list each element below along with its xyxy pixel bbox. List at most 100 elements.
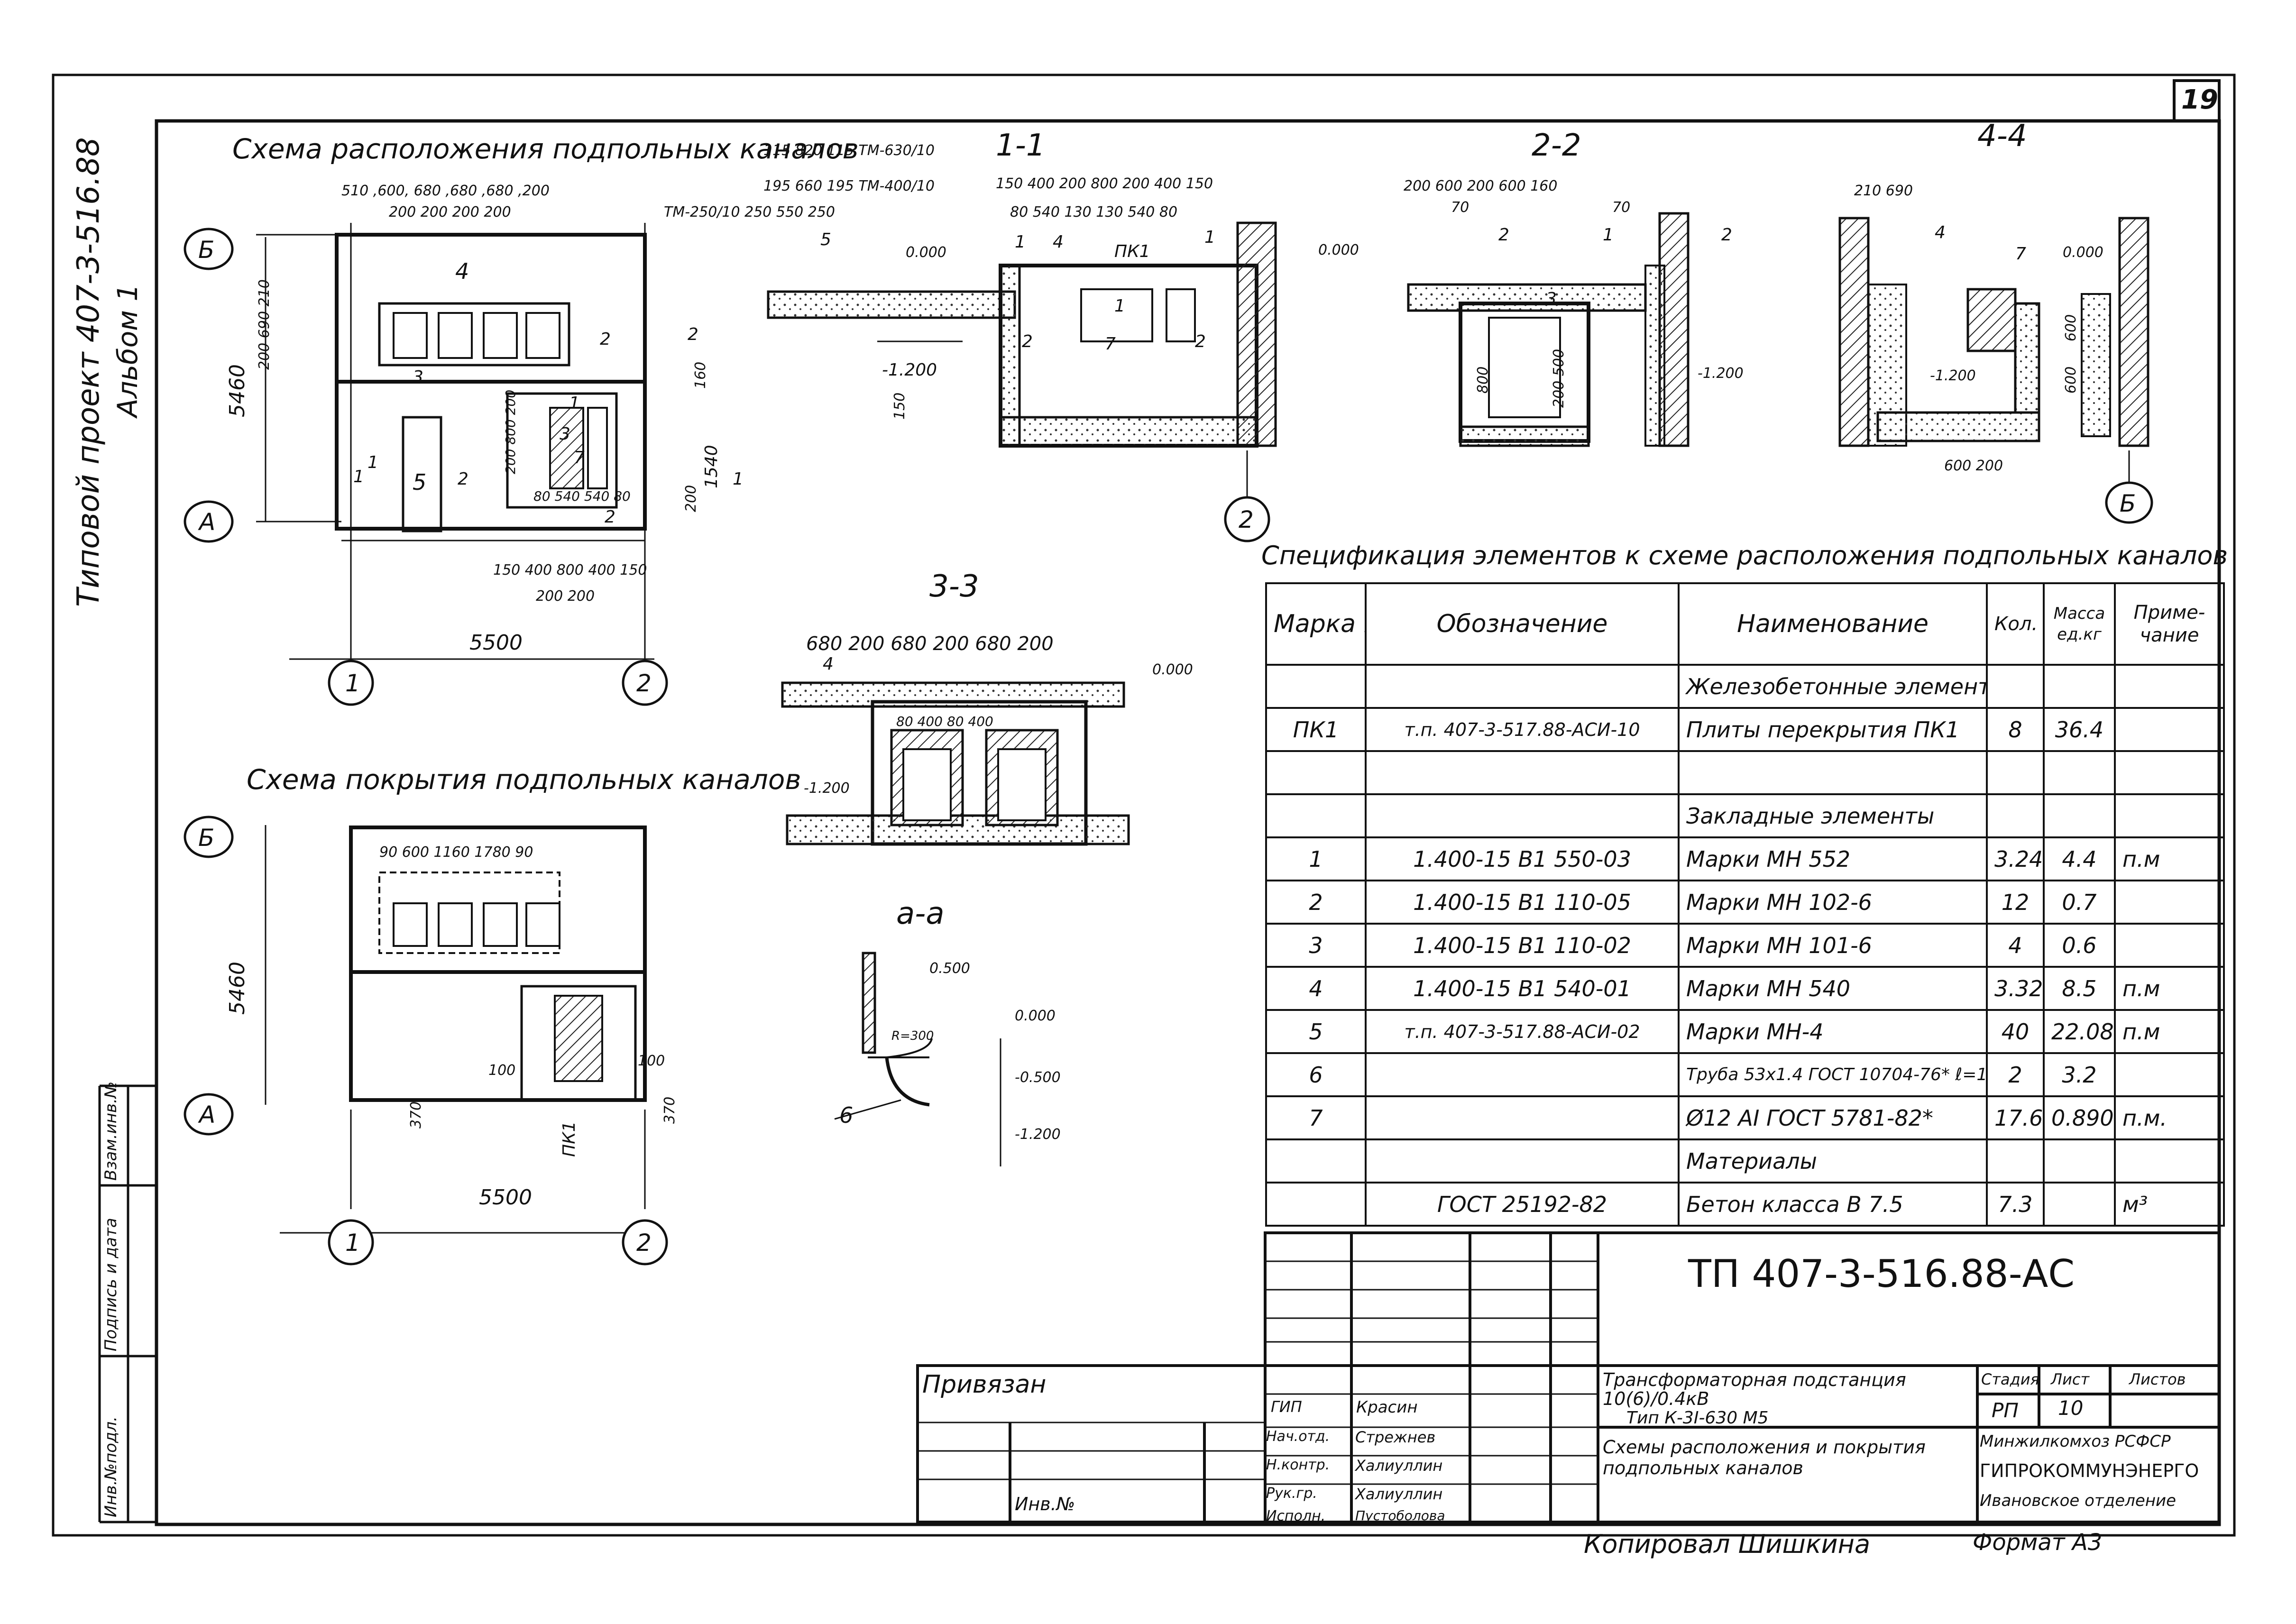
s33-level-000: 0.000 <box>1152 661 1193 678</box>
spec-cell <box>1365 793 1680 838</box>
spec-cell <box>2114 664 2225 709</box>
s22-label-2a: 2 <box>1498 225 1509 245</box>
plan-ch-label-2b: 2 <box>600 330 611 349</box>
tb-inv-no: Инв.№ <box>1015 1494 1075 1514</box>
plan-ch-label-3b: 3 <box>560 424 570 444</box>
plan-ch-cut-1: 1 <box>367 453 378 472</box>
plan-cov-dim-100-right: 100 <box>638 1053 665 1069</box>
s33-dims-inner: 80 400 80 400 <box>896 714 993 729</box>
section-a-a-title: а-а <box>896 896 945 931</box>
plan-ch-label-2a: 2 <box>458 469 468 489</box>
spec-cell <box>1986 750 2045 795</box>
plan-ch-label-1c: 1 <box>733 469 744 489</box>
section-1-1 <box>767 221 1277 512</box>
s44-level-000: 0.000 <box>2063 244 2103 261</box>
tb-sheet-name: Схемы расположения и покрытия подпольных… <box>1603 1437 1926 1478</box>
s44-dim-600b: 600 <box>2063 366 2079 394</box>
plan-ch-axis-1: 1 <box>345 670 360 697</box>
section-a-a <box>834 952 1001 1166</box>
plan-ch-axis-a: А <box>199 508 216 536</box>
margin-title-line2: Альбом 1 <box>111 284 144 417</box>
s11-pk: ПК1 <box>1114 242 1150 261</box>
tb-org3: Ивановское отделение <box>1980 1491 2177 1510</box>
spec-cell: Материалы <box>1678 1138 1988 1184</box>
sheet-number-box <box>2173 79 2221 122</box>
s11-label-1b: 1 <box>1204 228 1215 247</box>
spec-cell: Ø12 АI ГОСТ 5781-82* <box>1678 1095 1988 1140</box>
spec-cell: 8.5 <box>2043 966 2116 1011</box>
plan-ch-label-5: 5 <box>413 469 427 495</box>
spec-cell: ГОСТ 25192-82 <box>1365 1182 1680 1227</box>
spec-cell: п.м <box>2114 966 2225 1011</box>
spec-cell: Железобетонные элементы <box>1678 664 1988 709</box>
spec-cell: п.м. <box>2114 1095 2225 1140</box>
tb-stage: РП <box>1992 1399 2019 1422</box>
saa-label-6: 6 <box>839 1102 854 1128</box>
s11-level-m1200: -1.200 <box>882 360 937 380</box>
spec-cell: Бетон класса В 7.5 <box>1678 1182 1988 1227</box>
s11-dims-right: 150 400 200 800 200 400 150 <box>996 175 1213 192</box>
spec-header-note: Приме-чание <box>2114 582 2225 666</box>
spec-cell: 0.7 <box>2043 880 2116 925</box>
tb-object-type: Тип К-3I-630 М5 <box>1626 1408 1769 1428</box>
s44-dims-bottom: 600 200 <box>1944 458 2003 474</box>
spec-cell: Труба 53х1.4 ГОСТ 10704-76* ℓ=1800мм <box>1678 1052 1988 1097</box>
spec-cell: 1.400-15 В1 540-01 <box>1365 966 1680 1011</box>
spec-cell: 17.64 <box>1986 1095 2045 1140</box>
tb-copied: Копировал Шишкина <box>1584 1529 1871 1559</box>
plan-ch-label-2c: 2 <box>688 325 698 344</box>
s11-label-4: 4 <box>1053 232 1064 252</box>
plan-cov-label-pk: ПК1 <box>560 1121 579 1157</box>
plan-ch-dim-left: 200 690 210 <box>256 279 273 370</box>
sheet-number: 19 <box>2181 84 2218 115</box>
plan-ch-axis-2: 2 <box>636 670 652 697</box>
plan-ch-dims-top2: 200 200 200 200 <box>389 204 511 220</box>
spec-cell <box>2043 793 2116 838</box>
section-4-4-title: 4-4 <box>1977 119 2027 154</box>
s22-label-2b: 2 <box>1721 225 1732 245</box>
spec-cell: 2 <box>1265 880 1367 925</box>
plan-ch-dim-1540: 1540 <box>702 445 721 488</box>
s11-axis: 2 <box>1239 506 1254 533</box>
plan-cover-title: Схема покрытия подпольных каналов <box>247 763 801 796</box>
spec-header-name: Наименование <box>1678 582 1988 666</box>
spec-cell: м³ <box>2114 1182 2225 1227</box>
spec-title: Спецификация элементов к схеме расположе… <box>1261 541 2228 570</box>
tb-org2: ГИПРОКОММУНЭНЕРГО <box>1980 1460 2199 1481</box>
spec-cell <box>1265 1138 1367 1184</box>
tb-format: Формат А3 <box>1973 1529 2103 1556</box>
s22-label-3: 3 <box>1546 289 1557 309</box>
spec-cell <box>1986 1138 2045 1184</box>
spec-cell <box>2043 1182 2116 1227</box>
section-4-4 <box>1838 217 2149 493</box>
plan-channels-title: Схема расположения подпольных каналов <box>232 133 859 165</box>
plan-cov-dims-top: 90 600 1160 1780 90 <box>379 844 533 861</box>
s11-label-2b: 2 <box>1195 332 1206 351</box>
tb-sheet: 10 <box>2058 1396 2084 1420</box>
spec-cell <box>2114 707 2225 752</box>
spec-cell: ПК1 <box>1265 707 1367 752</box>
margin-title-line1: Типовой проект 407-3-516.88 <box>71 137 106 607</box>
plan-ch-cut-2: 2 <box>605 507 615 527</box>
saa-level-m1200: -1.200 <box>1015 1126 1061 1143</box>
s33-level-m1200: -1.200 <box>804 780 850 797</box>
s44-label-7: 7 <box>2015 244 2026 264</box>
spec-cell <box>1986 793 2045 838</box>
tb-org1: Минжилкомхоз РСФСР <box>1980 1432 2171 1451</box>
spec-cell <box>2043 664 2116 709</box>
tb-sheets-header: Листов <box>2129 1370 2186 1388</box>
s11-label-2: 2 <box>1022 332 1033 351</box>
s11-dims-row3: ТМ-250/10 250 550 250 <box>664 204 835 220</box>
plan-ch-dim-width: 5500 <box>469 631 523 655</box>
s33-dims-top: 680 200 680 200 680 200 <box>806 633 1054 655</box>
tb-name-head: Стрежнев <box>1355 1428 1436 1446</box>
plan-ch-dim-160: 160 <box>692 361 709 389</box>
section-2-2-title: 2-2 <box>1532 128 1581 163</box>
